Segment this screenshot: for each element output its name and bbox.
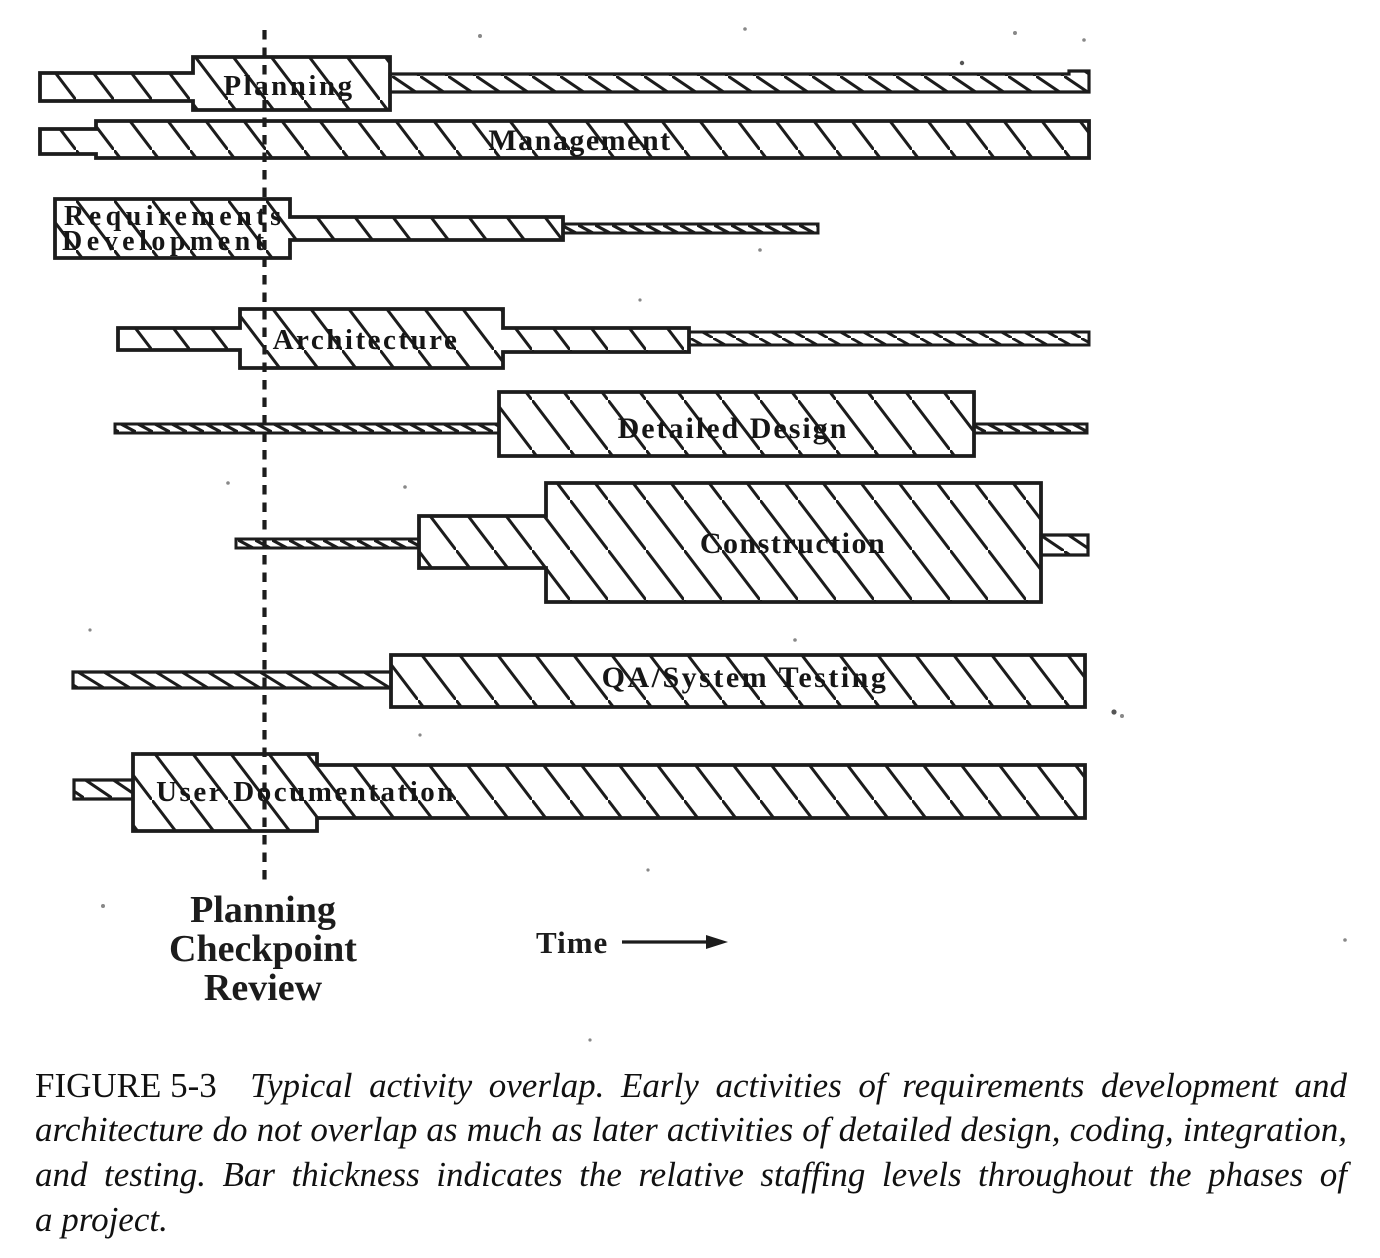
- svg-text:Planning: Planning: [190, 889, 336, 931]
- svg-text:Time: Time: [536, 925, 608, 960]
- svg-text:QA/System Testing: QA/System Testing: [602, 661, 889, 694]
- svg-text:Detailed Design: Detailed Design: [618, 412, 849, 445]
- svg-text:Checkpoint: Checkpoint: [169, 928, 357, 970]
- svg-text:Construction: Construction: [700, 527, 886, 560]
- svg-text:User Documentation: User Documentation: [156, 776, 456, 808]
- svg-text:Review: Review: [204, 967, 323, 1009]
- svg-text:Requirements: Requirements: [64, 201, 285, 232]
- svg-text:Planning: Planning: [223, 70, 354, 102]
- svg-text:Development: Development: [62, 226, 269, 257]
- svg-text:Management: Management: [488, 124, 671, 157]
- svg-text:Architecture: Architecture: [273, 324, 460, 356]
